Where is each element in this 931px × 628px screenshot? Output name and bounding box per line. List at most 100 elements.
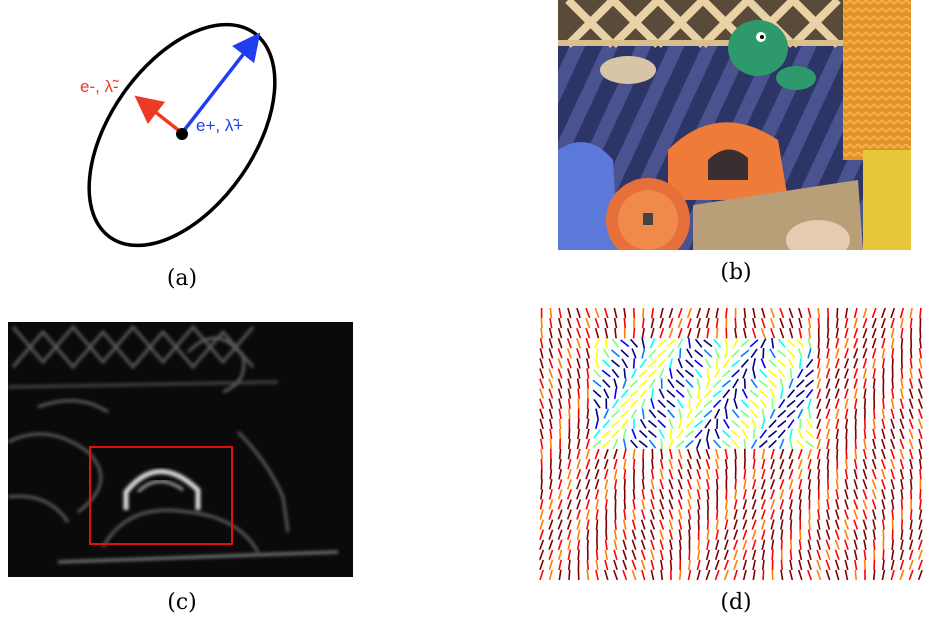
- orientation-segment: [890, 458, 896, 470]
- orientation-segment: [642, 468, 645, 480]
- orientation-segment: [769, 388, 776, 399]
- orientation-segment: [539, 368, 545, 379]
- orientation-segment: [853, 509, 859, 520]
- orientation-segment: [585, 348, 590, 359]
- orientation-segment: [918, 368, 923, 379]
- orientation-segment: [853, 529, 859, 540]
- orientation-segment: [900, 479, 904, 490]
- orientation-segment: [752, 317, 757, 329]
- orientation-segment: [684, 430, 695, 438]
- orientation-segment: [770, 469, 776, 480]
- orientation-segment: [863, 438, 867, 450]
- orientation-segment: [795, 389, 805, 398]
- orientation-segment: [760, 489, 766, 500]
- orientation-segment: [684, 369, 695, 378]
- orientation-segment: [585, 428, 590, 440]
- orientation-segment: [540, 448, 543, 460]
- orientation-segment: [557, 358, 563, 369]
- orientation-segment: [816, 408, 822, 419]
- orientation-segment: [795, 379, 805, 388]
- orientation-segment: [668, 317, 674, 329]
- orientation-segment: [669, 539, 673, 550]
- orientation-segment: [549, 458, 552, 470]
- orientation-segment: [595, 519, 599, 530]
- orientation-segment: [576, 499, 582, 510]
- orientation-segment: [743, 307, 747, 319]
- orientation-segment: [844, 378, 849, 389]
- orientation-segment: [845, 448, 848, 460]
- orientation-segment: [751, 479, 757, 490]
- orientation-segment: [696, 569, 701, 581]
- orientation-segment: [918, 348, 923, 359]
- orientation-segment: [713, 439, 722, 449]
- orientation-segment: [695, 398, 703, 409]
- orientation-segment: [749, 339, 759, 348]
- orientation-segment: [641, 327, 645, 339]
- orientation-segment: [602, 419, 611, 429]
- orientation-segment: [816, 539, 822, 550]
- orientation-segment: [779, 448, 785, 460]
- orientation-segment: [639, 418, 647, 429]
- orientation-segment: [585, 307, 591, 319]
- orientation-segment: [558, 569, 562, 581]
- caption-b: (b): [720, 260, 752, 285]
- orientation-segment: [611, 429, 620, 439]
- orientation-segment: [685, 359, 694, 368]
- orientation-segment: [548, 489, 553, 500]
- orientation-segment: [761, 458, 766, 470]
- orientation-segment: [641, 317, 645, 329]
- orientation-segment: [770, 328, 776, 339]
- orientation-segment: [917, 559, 923, 571]
- orientation-segment: [697, 388, 701, 399]
- orientation-segment: [668, 479, 674, 490]
- orientation-segment: [862, 338, 868, 349]
- orientation-segment: [632, 489, 636, 500]
- orientation-segment: [677, 458, 683, 470]
- orientation-segment: [622, 428, 627, 440]
- orientation-segment: [909, 519, 913, 530]
- orientation-segment: [631, 569, 637, 581]
- orientation-segment: [891, 348, 895, 359]
- orientation-segment: [677, 499, 683, 510]
- orientation-segment: [650, 499, 655, 510]
- orientation-segment: [787, 389, 796, 399]
- orientation-segment: [769, 408, 776, 419]
- orientation-segment: [620, 399, 630, 408]
- orientation-segment: [558, 317, 563, 329]
- orientation-segment: [613, 448, 618, 460]
- orientation-segment: [724, 519, 729, 530]
- orientation-segment: [854, 569, 858, 581]
- orientation-segment: [604, 539, 608, 551]
- orientation-segment: [880, 317, 886, 329]
- orientation-segment: [788, 489, 794, 500]
- orientation-segment: [816, 398, 822, 409]
- orientation-segment: [604, 317, 609, 329]
- orientation-segment: [788, 448, 794, 460]
- major-eigenvector-arrow: [180, 32, 261, 135]
- orientation-segment: [862, 328, 868, 339]
- orientation-segment: [835, 489, 840, 500]
- orientation-segment: [539, 509, 544, 520]
- orientation-segment: [686, 469, 692, 480]
- orientation-segment: [786, 349, 796, 358]
- orientation-segment: [816, 559, 822, 571]
- orientation-segment: [780, 559, 783, 571]
- orientation-segment: [639, 358, 647, 369]
- orientation-segment: [817, 468, 821, 480]
- orientation-segment: [770, 509, 775, 520]
- orientation-segment: [844, 489, 849, 500]
- orientation-segment: [788, 459, 794, 470]
- orientation-segment: [890, 479, 895, 490]
- orientation-segment: [853, 519, 859, 530]
- orientation-segment: [770, 458, 775, 470]
- orientation-segment: [685, 419, 694, 429]
- orientation-segment: [667, 348, 675, 359]
- orientation-segment: [786, 409, 796, 418]
- orientation-segment: [706, 539, 710, 550]
- orientation-segment: [768, 359, 777, 368]
- orientation-segment: [567, 529, 572, 540]
- orientation-segment: [881, 499, 886, 510]
- orientation-segment: [731, 419, 741, 428]
- orientation-segment: [549, 428, 553, 440]
- orientation-segment: [558, 458, 562, 470]
